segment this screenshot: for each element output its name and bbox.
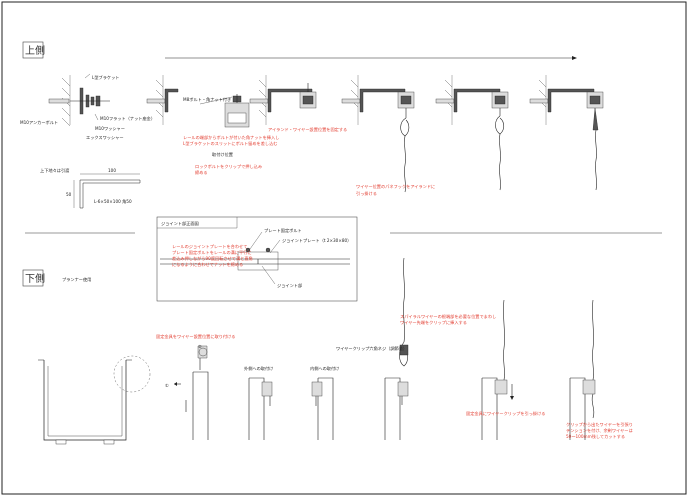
hook-note-3: 締める <box>195 169 208 176</box>
joint-red-1: レールのジョイントプレートを合わせて <box>172 243 247 250</box>
joint-red-3: 差込み押しながら90度回転させて溝と直角 <box>172 255 253 262</box>
label-ex-washer: エックスワッシャー <box>86 135 124 141</box>
lower-fixing-steps <box>174 345 209 440</box>
sequence-arrow <box>165 56 577 60</box>
label-anchor-bolt: M10アンカーボルト <box>20 119 58 126</box>
lower-title-box: 下側 <box>22 269 45 287</box>
outside-mount-label: 外側への取付け <box>244 365 273 372</box>
mount-inside <box>311 377 334 440</box>
upper-step-3 <box>249 75 317 125</box>
joint-label-joint: ジョイントプレート（t 2×30×80） <box>282 238 351 244</box>
joint-red-2: プレート固定ボルトをレールの溝に平行に <box>172 249 252 256</box>
lower-subtitle: プランナー使用 <box>62 276 91 283</box>
upper-step-2 <box>146 75 250 128</box>
mount-step-3 <box>384 377 409 440</box>
bracket-dim-w: 100 <box>108 168 116 173</box>
end-note-2: テンションを付け、余剰ワイヤーは <box>566 427 633 434</box>
upper-step-1 <box>48 73 110 127</box>
end-note-1: クリップから出たワイヤーを引張り <box>566 421 633 428</box>
fix-note: 固定金具にワイヤークリップを引っ掛ける <box>466 410 545 417</box>
upper-step-4 <box>341 75 415 193</box>
label-m10-flat-nut: M10フラット（ナット座金） <box>100 115 155 122</box>
upper-title-box: 上側 <box>22 41 45 59</box>
rail-note-1: レールの端部からボルトが付いた角ナットを挿入し <box>183 134 279 141</box>
lower-step-2: ② <box>198 344 202 349</box>
wire-fixture-b <box>569 299 596 440</box>
bracket-dim-spec: L-6×50×100 角50 <box>94 198 132 205</box>
upper-title: 上側 <box>25 44 45 57</box>
spiral-wire <box>399 257 409 367</box>
planter-section <box>38 355 151 445</box>
spiral-note-2: ワイヤー先端をクリップに挿入する <box>400 319 467 326</box>
upper-step-6 <box>529 75 604 191</box>
label-m8-bolt: M8ボルト・角ナット付き <box>183 96 231 103</box>
label-l-bracket: L型ブラケット <box>92 74 119 81</box>
bracket-diagram-label: 上下地々は引渡 <box>40 167 70 174</box>
spiral-note-1: スパイラルワイヤーの根端部を必要な位置でまわし <box>400 313 496 320</box>
lower-step-1: ① <box>165 383 169 388</box>
wire-note-1: ワイヤー位置のパネフックをアイランドに <box>356 183 435 190</box>
lower-title: 下側 <box>25 272 45 285</box>
wire-fixture-a <box>481 299 514 440</box>
joint-detail-box <box>156 216 358 302</box>
hook-note: 取付け位置 <box>212 151 233 158</box>
bracket-dimension-diagram <box>73 173 141 209</box>
joint-title: ジョイント部正面図 <box>161 220 199 227</box>
joint-red-4: になるように合わせてナットを締める <box>172 261 243 268</box>
end-note-3: 50〜100mm残してカットする <box>566 433 625 440</box>
lower-rail-caption: 固定金具をワイヤー設置位置に取り付ける <box>156 333 235 340</box>
hook-note-2: ロックボルトをクリップで押し込み <box>195 163 262 170</box>
mount-outside <box>248 377 273 440</box>
upper-step-5 <box>435 75 509 191</box>
bracket-dim-h: 50 <box>66 192 72 197</box>
joint-label-plate: プレート固定ボルト <box>264 227 302 234</box>
wire-note-2: 引っ掛ける <box>356 190 377 197</box>
inside-mount-label: 内側への取付け <box>310 365 339 372</box>
clip-label: ワイヤークリップ六角ネジ（調節量） <box>336 345 407 352</box>
rail-note-2: L型ブラケットのスリットにボルト留めを差し込む <box>183 140 277 147</box>
adjuster-note: アイランド・ワイヤー設置位置を固定する <box>268 126 347 133</box>
label-m10-washer: M10ワッシャー <box>95 126 125 131</box>
joint-label-rail: ジョイント部 <box>277 282 302 289</box>
